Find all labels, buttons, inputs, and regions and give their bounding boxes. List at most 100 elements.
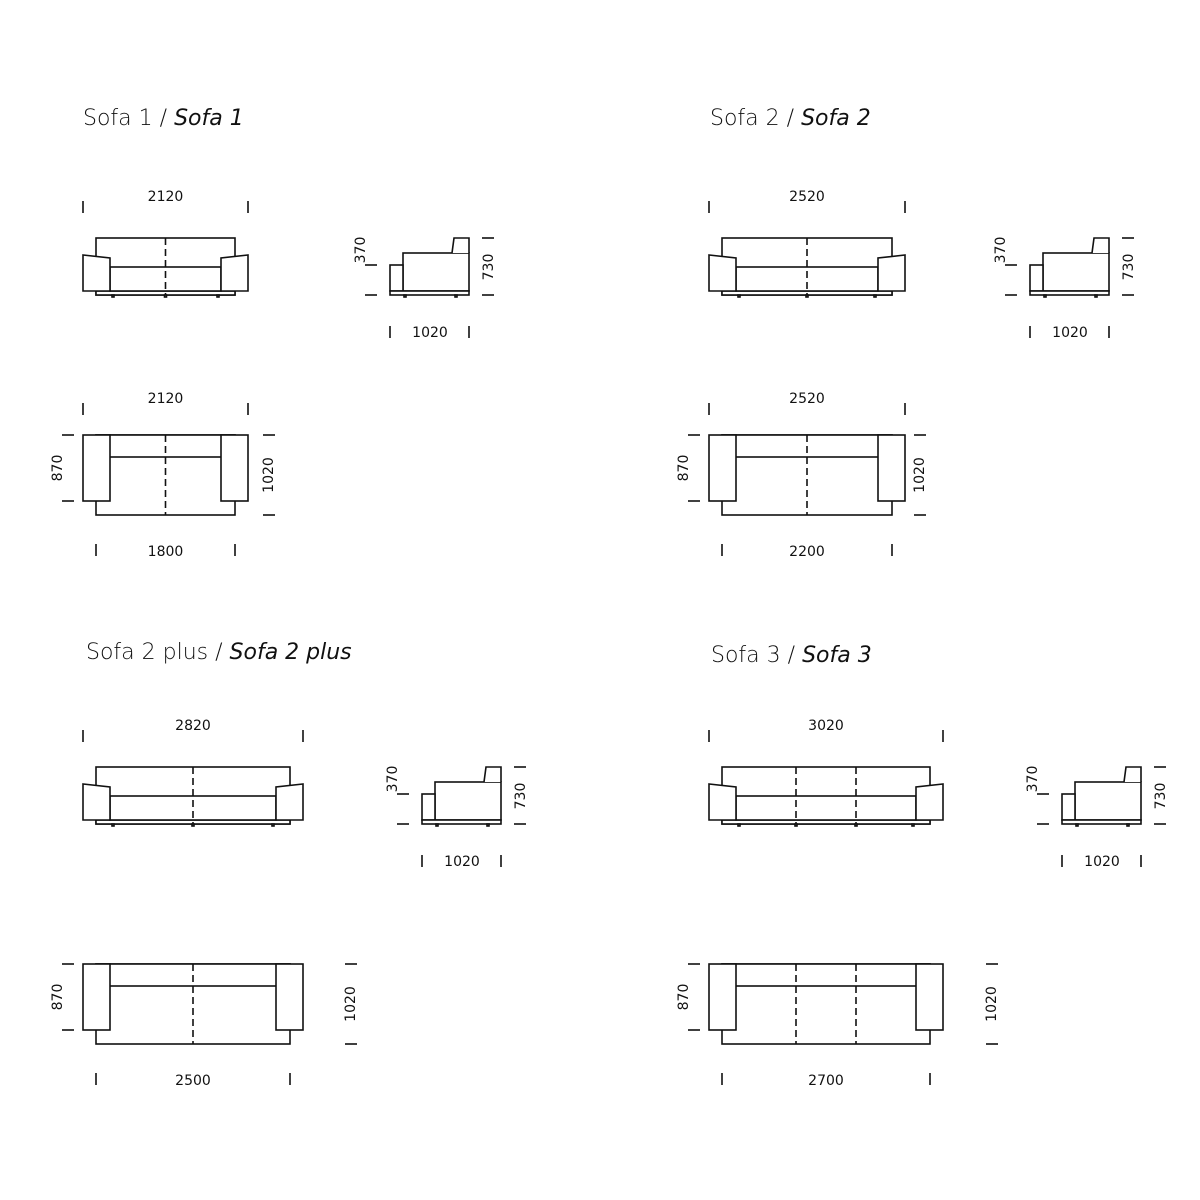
side-depth-label: 1020	[412, 325, 448, 341]
seat-height-label: 370	[353, 237, 369, 264]
right-armrest	[275, 783, 304, 821]
sofa-2-plus-title: Sofa 2 plus / Sofa 2 plus	[86, 640, 352, 665]
left-armrest	[82, 254, 111, 292]
arm-depth-label: 870	[50, 984, 66, 1011]
top-left-arm	[82, 434, 111, 502]
sofa-3-title: Sofa 3 / Sofa 3	[711, 643, 872, 668]
leg	[163, 294, 168, 298]
seat-height-label: 370	[993, 237, 1009, 264]
top-right-arm	[877, 434, 906, 502]
side-seat	[402, 252, 470, 292]
leg	[111, 823, 115, 827]
side-view: 370 730 1020	[993, 237, 1137, 341]
top-width-label: 2520	[789, 391, 825, 407]
side-backrest	[483, 766, 502, 783]
front-view: 2520	[708, 189, 906, 298]
leg	[805, 294, 809, 298]
sofa-3-group: 2820 370 730 1020 870 1020 2500	[50, 718, 529, 1089]
side-height-label: 730	[1121, 254, 1137, 281]
top-left-arm	[708, 963, 737, 1031]
top-depth-label: 1020	[984, 986, 1000, 1022]
leg	[216, 294, 220, 298]
right-armrest	[915, 783, 944, 821]
left-armrest	[82, 783, 111, 821]
top-depth-label: 1020	[261, 457, 277, 493]
seat-height-label: 370	[385, 766, 401, 793]
top-depth-label: 1020	[912, 457, 928, 493]
side-view: 370 730 1020	[385, 766, 529, 870]
side-view: 370 730 1020	[1025, 766, 1169, 870]
side-seat	[1074, 781, 1142, 821]
leg	[271, 823, 275, 827]
leg	[1075, 823, 1079, 827]
top-depth-label: 1020	[343, 986, 359, 1022]
inner-width-label: 2700	[808, 1073, 844, 1089]
side-height-label: 730	[481, 254, 497, 281]
left-armrest	[708, 254, 737, 292]
leg	[111, 294, 115, 298]
seat-cushion	[735, 795, 917, 821]
leg	[403, 294, 407, 298]
side-backrest	[1123, 766, 1142, 783]
seat-height-label: 370	[1025, 766, 1041, 793]
top-right-arm	[915, 963, 944, 1031]
side-seat	[434, 781, 502, 821]
sofa-1-title: Sofa 1 / Sofa 1	[83, 106, 244, 131]
leg	[854, 823, 858, 827]
arm-depth-label: 870	[676, 984, 692, 1011]
leg	[737, 294, 741, 298]
left-armrest	[708, 783, 737, 821]
top-view: 870 1020 2500	[50, 963, 359, 1089]
side-base	[421, 819, 502, 825]
side-arm-front	[1029, 264, 1044, 292]
front-width-label: 2120	[148, 189, 184, 205]
leg	[794, 823, 798, 827]
side-base	[1029, 290, 1110, 296]
leg	[435, 823, 439, 827]
sofa-4-group: 3020 370 730 1020 870 1020 2700	[676, 718, 1169, 1089]
leg	[454, 294, 458, 298]
front-width-label: 3020	[808, 718, 844, 734]
side-arm-front	[1061, 793, 1076, 821]
side-height-label: 730	[1153, 783, 1169, 810]
inner-width-label: 2500	[175, 1073, 211, 1089]
top-width-label: 2120	[148, 391, 184, 407]
leg	[1043, 294, 1047, 298]
front-width-label: 2820	[175, 718, 211, 734]
side-seat	[1042, 252, 1110, 292]
side-arm-front	[389, 264, 404, 292]
inner-width-label: 2200	[789, 544, 825, 560]
side-depth-label: 1020	[1052, 325, 1088, 341]
right-armrest	[220, 254, 249, 292]
side-depth-label: 1020	[1084, 854, 1120, 870]
leg	[911, 823, 915, 827]
side-base	[389, 290, 470, 296]
front-width-label: 2520	[789, 189, 825, 205]
side-backrest	[1091, 237, 1110, 254]
side-height-label: 730	[513, 783, 529, 810]
arm-depth-label: 870	[50, 455, 66, 482]
leg	[1094, 294, 1098, 298]
side-arm-front	[421, 793, 436, 821]
front-view: 2120	[82, 189, 249, 298]
top-view: 870 1020 2700	[676, 963, 1000, 1089]
side-base	[1061, 819, 1142, 825]
side-depth-label: 1020	[444, 854, 480, 870]
leg	[486, 823, 490, 827]
top-backrest	[721, 963, 931, 987]
sofa-2-title: Sofa 2 / Sofa 2	[710, 106, 871, 131]
leg	[737, 823, 741, 827]
side-backrest	[451, 237, 470, 254]
right-armrest	[877, 254, 906, 292]
front-view: 2820	[82, 718, 304, 827]
top-right-arm	[275, 963, 304, 1031]
leg	[191, 823, 195, 827]
top-right-arm	[220, 434, 249, 502]
top-left-arm	[82, 963, 111, 1031]
